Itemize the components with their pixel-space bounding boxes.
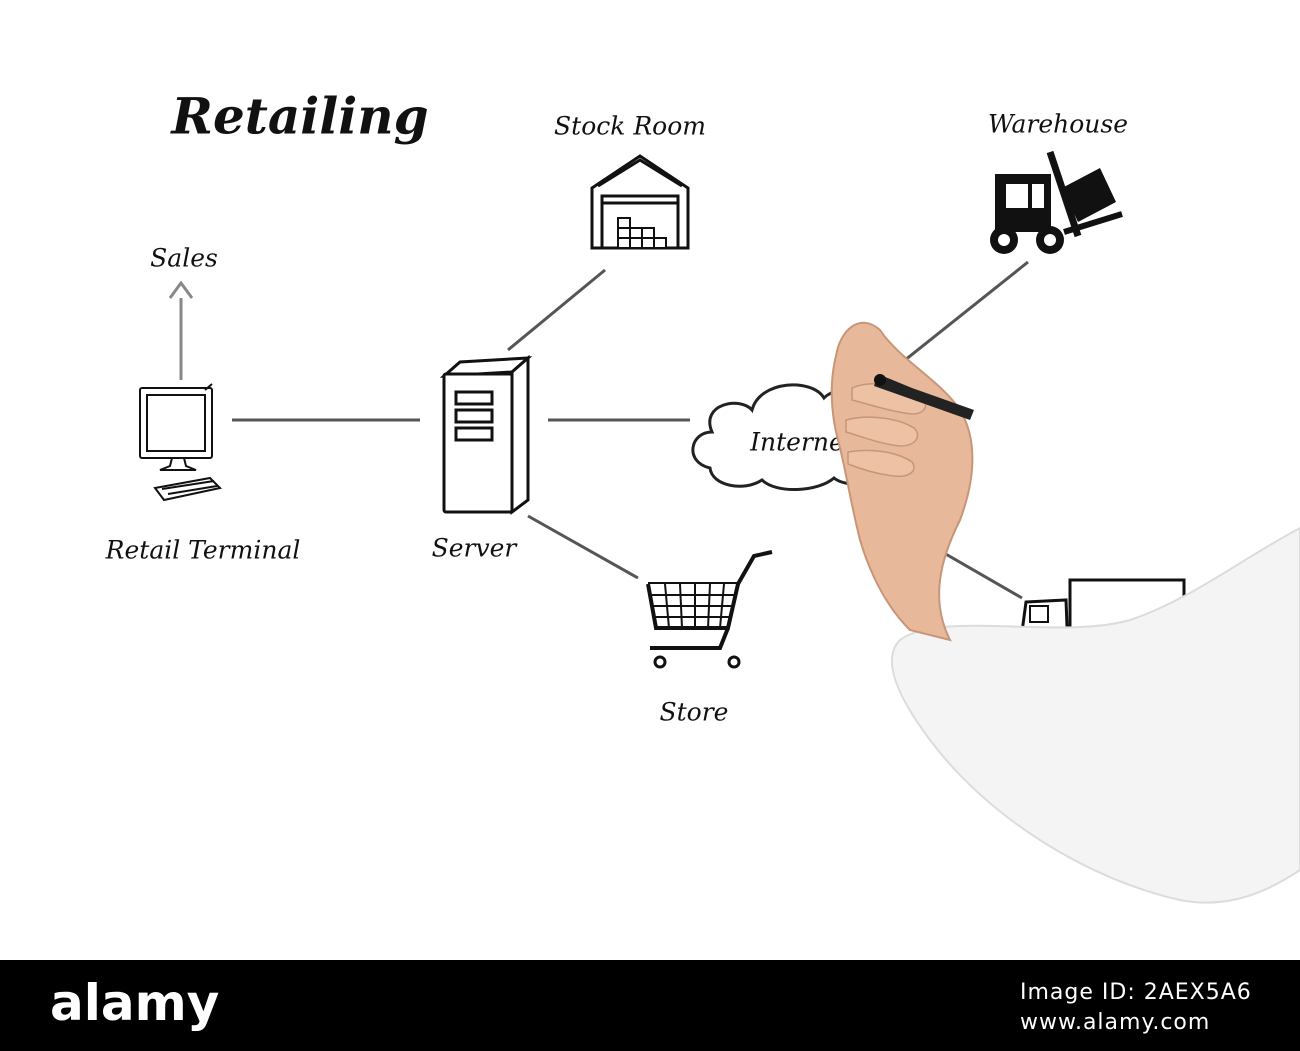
arrow-up-icon bbox=[168, 280, 194, 380]
site-url-text: www.alamy.com bbox=[1020, 1010, 1211, 1035]
server-icon bbox=[439, 354, 533, 515]
connector-server-stockroom bbox=[507, 268, 606, 352]
computer-icon bbox=[139, 383, 223, 502]
connector-server-store bbox=[527, 514, 639, 580]
connector-internet-supplier bbox=[851, 498, 1023, 600]
sales-label: Sales bbox=[150, 243, 218, 273]
svg-text:alamy: alamy bbox=[50, 974, 219, 1032]
stock-room-label: Stock Room bbox=[554, 111, 706, 141]
server-label: Server bbox=[431, 533, 517, 563]
delivery-truck-icon bbox=[1019, 578, 1186, 665]
shopping-cart-icon bbox=[646, 550, 773, 669]
image-id-text: Image ID: 2AEX5A6 bbox=[1020, 980, 1252, 1005]
warehouse-building-icon bbox=[590, 154, 690, 250]
alamy-logo: alamy bbox=[50, 974, 219, 1032]
diagram-title: Retailing bbox=[171, 86, 429, 146]
retail-terminal-label: Retail Terminal bbox=[105, 535, 301, 565]
footer-bar: alamy Image ID: 2AEX5A6 www.alamy.com bbox=[0, 960, 1300, 1051]
supplier-label: Supplier bbox=[1046, 681, 1154, 711]
forklift-icon bbox=[990, 150, 1123, 254]
connector-internet-warehouse bbox=[879, 260, 1029, 382]
diagram-canvas: Retailing Stock Room Warehouse Sales Ret… bbox=[105, 86, 1300, 904]
store-label: Store bbox=[659, 697, 729, 727]
warehouse-label: Warehouse bbox=[987, 109, 1129, 139]
internet-label: Internet bbox=[750, 427, 854, 457]
